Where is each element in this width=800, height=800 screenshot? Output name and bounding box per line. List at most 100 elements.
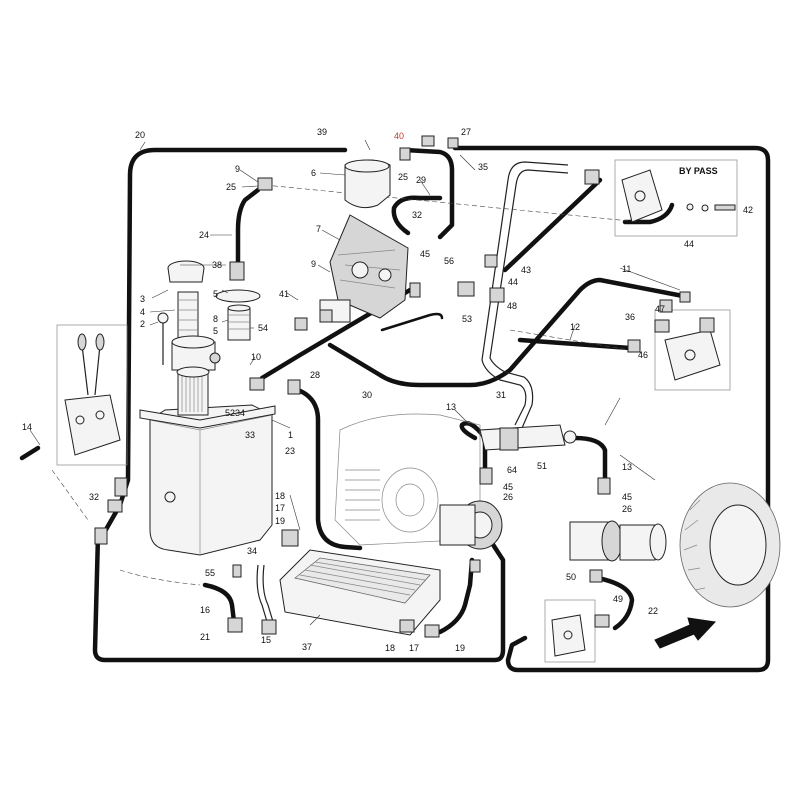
callout-9b: 9 (311, 259, 316, 269)
callout-53: 53 (462, 314, 472, 324)
callout-56: 56 (444, 256, 454, 266)
bypass-label: BY PASS (679, 166, 718, 176)
callout-20: 20 (135, 130, 145, 140)
hose-12 (517, 337, 633, 351)
callout-10: 10 (251, 352, 261, 362)
rigid-tube-31-b (489, 169, 569, 429)
callout-5: 5 (213, 326, 218, 336)
callout-31: 31 (496, 390, 506, 400)
hose-22 (595, 575, 635, 631)
callout-26b: 26 (622, 504, 632, 514)
callout-18: 18 (275, 491, 285, 501)
callout-15: 15 (261, 635, 271, 645)
callout-51: 51 (537, 461, 547, 471)
callout-34b: 34 (247, 546, 257, 556)
callout-17b: 17 (409, 643, 419, 653)
callout-44: 44 (508, 277, 518, 287)
callout-45c: 45 (622, 492, 632, 502)
callout-28: 28 (310, 370, 320, 380)
callout-36: 36 (625, 312, 635, 322)
callout-50: 50 (566, 572, 576, 582)
callout-25b: 25 (398, 172, 408, 182)
leader-lines (29, 139, 681, 626)
callout-41: 41 (279, 289, 289, 299)
callout-17: 17 (275, 503, 285, 513)
hose-29-32 (391, 195, 443, 236)
callout-7: 7 (316, 224, 321, 234)
dipstick-2 (157, 312, 169, 365)
t-fitting-51 (479, 424, 577, 451)
callout-46: 46 (638, 350, 648, 360)
callout-21: 21 (200, 632, 210, 642)
callout-labels: 1 2 3 4 5 5 6 7 8 9 9 10 11 12 13 13 14 … (22, 127, 753, 653)
filter-assembly (167, 260, 221, 416)
callout-26: 26 (503, 492, 513, 502)
callout-44b: 44 (684, 239, 694, 249)
callout-9: 9 (235, 164, 240, 174)
reference-line-b (119, 569, 201, 586)
callout-11: 11 (622, 264, 631, 274)
direction-arrow (654, 617, 717, 649)
hose-14 (19, 445, 41, 461)
hose-23 (289, 385, 363, 551)
callout-25: 25 (226, 182, 236, 192)
hose-21-loop (92, 532, 506, 663)
filter-cartridge-5 (215, 289, 261, 341)
hose-bypass (622, 202, 675, 225)
bypass-inset (614, 159, 738, 237)
hose-30 (327, 277, 686, 388)
callout-45: 45 (420, 249, 430, 259)
callout-32b: 32 (89, 492, 99, 502)
hose-20-loop (97, 147, 348, 543)
rigid-tube-15-b (262, 564, 275, 626)
reference-line-a (264, 184, 641, 223)
rigid-tube-31-a (481, 161, 569, 426)
callout-13b: 13 (622, 462, 632, 472)
callout-5b: 5 (213, 289, 218, 299)
callout-3: 3 (140, 294, 145, 304)
callout-55: 55 (205, 568, 215, 578)
hose-13-right (572, 435, 608, 483)
valve-block-inset (654, 309, 731, 391)
callout-16: 16 (200, 605, 210, 615)
callout-35: 35 (478, 162, 488, 172)
callout-38: 38 (212, 260, 222, 270)
callout-34: 34 (235, 408, 245, 418)
hose-19 (437, 557, 475, 635)
hose-13-left (459, 420, 488, 473)
callout-40-highlighted: 40 (394, 131, 404, 141)
callout-64: 64 (507, 465, 517, 475)
callout-24: 24 (199, 230, 209, 240)
callout-2: 2 (140, 319, 145, 329)
callout-23: 23 (285, 446, 295, 456)
callout-6: 6 (311, 168, 316, 178)
pump-assembly (319, 159, 409, 323)
reference-line-c (51, 469, 89, 521)
oil-cooler (279, 549, 441, 636)
callout-47: 47 (655, 304, 665, 314)
control-valve-inset (56, 324, 128, 466)
hydraulic-motor-left (439, 500, 503, 550)
callout-52: 52 (225, 408, 235, 418)
callout-22: 22 (648, 606, 658, 616)
callout-43: 43 (521, 265, 531, 275)
callout-54: 54 (258, 323, 268, 333)
callout-13: 13 (446, 402, 456, 412)
callout-32: 32 (412, 210, 422, 220)
wheel (679, 482, 781, 608)
callout-4: 4 (140, 307, 145, 317)
hose-top-connect (402, 147, 455, 240)
callout-42: 42 (743, 205, 753, 215)
hose-16 (202, 582, 238, 633)
callout-29: 29 (416, 175, 426, 185)
callout-37: 37 (302, 642, 312, 652)
rigid-tube-15-a (256, 564, 269, 626)
callout-27: 27 (461, 127, 471, 137)
callout-19b: 19 (455, 643, 465, 653)
callout-33: 33 (245, 430, 255, 440)
callout-1: 1 (288, 430, 293, 440)
hose-53 (380, 312, 444, 332)
callout-48: 48 (507, 301, 517, 311)
